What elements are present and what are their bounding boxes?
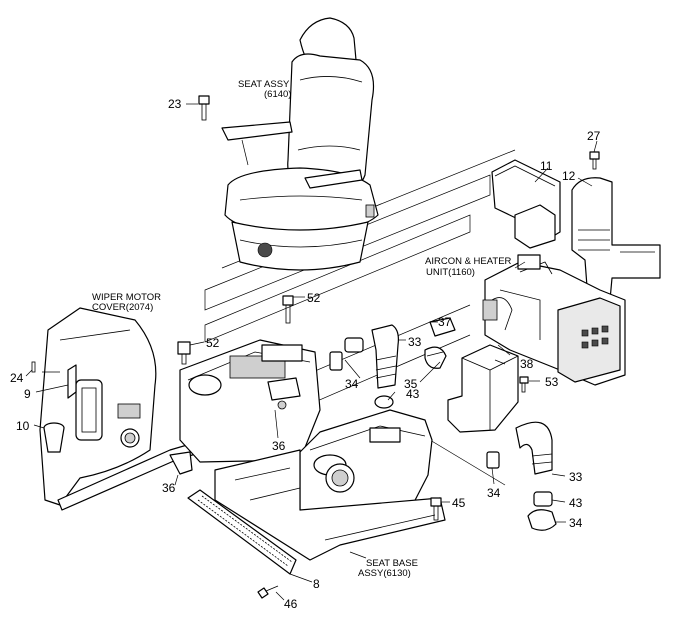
callout-37: 37 — [438, 315, 452, 329]
seat-base-code: ASSY(6130) — [358, 568, 411, 579]
lower-hose-group — [486, 421, 557, 531]
callout-52-b: 52 — [206, 336, 220, 350]
callout-12: 12 — [562, 169, 576, 183]
duct-11 — [491, 159, 561, 249]
callout-33-a: 33 — [408, 335, 422, 349]
callout-38: 38 — [520, 357, 534, 371]
control-buttons — [581, 325, 609, 349]
callout-8: 8 — [313, 577, 320, 591]
callout-43-b: 43 — [569, 496, 583, 510]
callout-52-a: 52 — [307, 291, 321, 305]
seat-base-assy — [214, 449, 446, 561]
left-console — [179, 339, 321, 463]
leader-lines — [25, 140, 598, 601]
wiper-motor-label: WIPER MOTOR — [92, 292, 161, 303]
duct-12 — [571, 177, 661, 301]
screw-53 — [519, 376, 529, 393]
callout-24: 24 — [10, 371, 24, 385]
callout-9: 9 — [24, 387, 31, 401]
callout-43-a: 43 — [406, 387, 420, 401]
callout-36-a: 36 — [272, 439, 286, 453]
callout-35: 35 — [404, 377, 418, 391]
callout-45: 45 — [452, 496, 466, 510]
callout-numbers: 23 27 11 12 52 52 37 33 24 9 34 35 43 38… — [10, 97, 601, 611]
callout-34-b: 34 — [487, 486, 501, 500]
callout-27: 27 — [587, 129, 601, 143]
seat-assy-code: (6140) — [264, 89, 291, 100]
wiper-motor-code: COVER(2074) — [92, 302, 153, 313]
right-console — [299, 395, 433, 529]
callout-23: 23 — [168, 97, 182, 111]
bolt-52-b — [177, 341, 191, 365]
callout-46: 46 — [284, 597, 298, 611]
screw-24 — [31, 361, 36, 373]
duct-38 — [447, 344, 519, 433]
callout-34-a: 34 — [345, 377, 359, 391]
aircon-heater-unit — [482, 254, 626, 386]
callout-33-b: 33 — [569, 470, 583, 484]
callout-36-b: 36 — [162, 481, 176, 495]
wiper-motor-cover — [39, 307, 157, 506]
seat-assy-label: SEAT ASSY — [238, 79, 290, 90]
seat-base-label: SEAT BASE — [366, 558, 418, 569]
callout-34-c: 34 — [569, 516, 583, 530]
name-labels: SEAT ASSY (6140) AIRCON & HEATER UNIT(11… — [92, 79, 512, 579]
aircon-heater-label: AIRCON & HEATER — [425, 256, 512, 267]
screw-27 — [589, 151, 600, 170]
aircon-heater-code: UNIT(1160) — [426, 267, 475, 278]
upper-hose — [329, 317, 456, 389]
screw-46 — [257, 585, 279, 599]
callout-10: 10 — [16, 419, 30, 433]
seat-assy — [221, 17, 379, 271]
callout-53: 53 — [545, 375, 559, 389]
grille-8 — [187, 489, 297, 575]
callout-11: 11 — [540, 159, 553, 173]
bolt-52-a — [282, 295, 294, 324]
bolt-23 — [186, 95, 210, 121]
